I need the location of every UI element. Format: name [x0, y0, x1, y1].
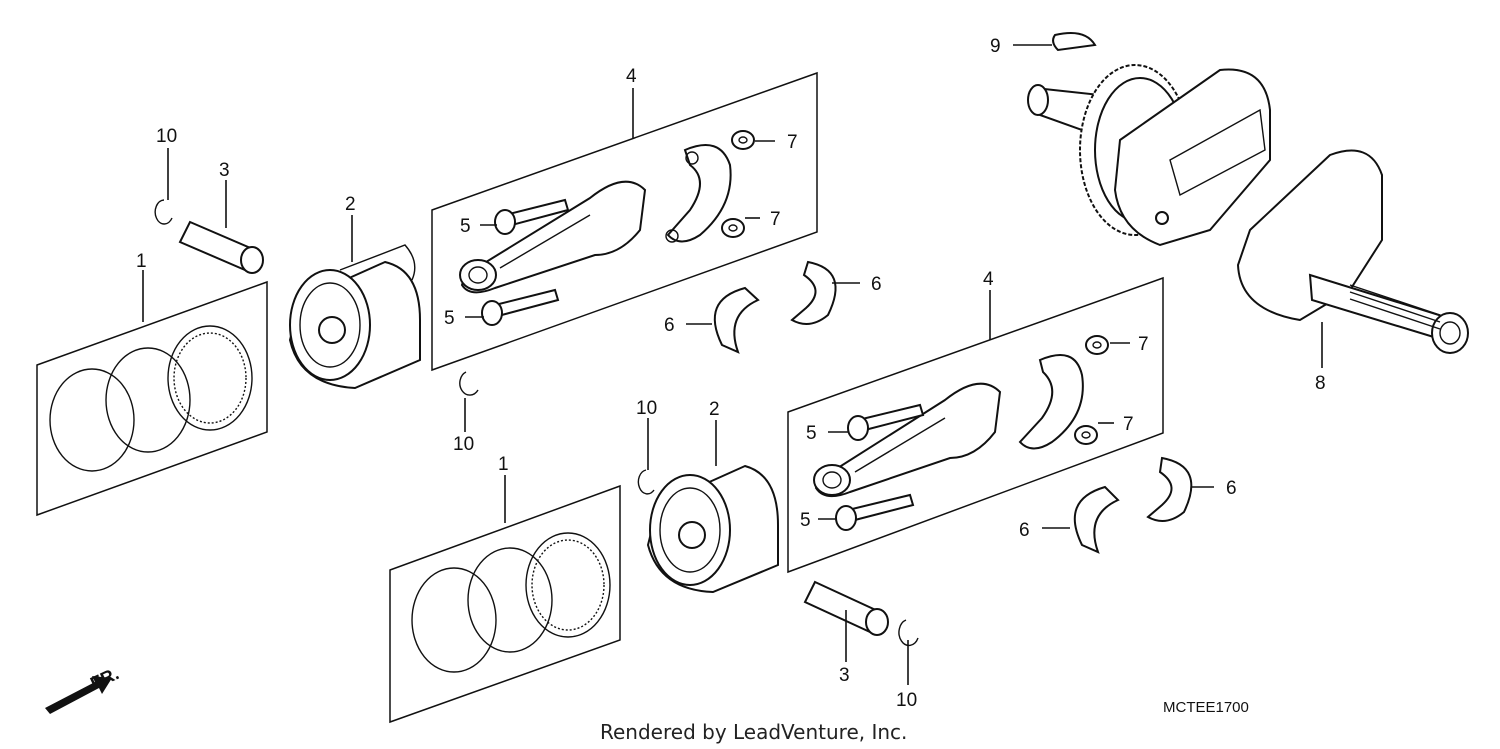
callout-piston-lower[interactable]: 2 — [709, 399, 720, 420]
front-direction-marker: FR. — [45, 663, 122, 714]
ring-panel-upper — [36, 280, 268, 517]
clip-lower-a[interactable] — [637, 469, 655, 495]
callout-clip-upper-b[interactable]: 10 — [453, 434, 474, 455]
callout-ring-set-upper[interactable]: 1 — [136, 251, 147, 272]
callout-nut-upper-b[interactable]: 7 — [770, 209, 781, 230]
callout-rod-upper[interactable]: 4 — [626, 66, 637, 87]
ring-set-lower[interactable] — [389, 484, 621, 724]
callout-clip-upper-a[interactable]: 10 — [156, 126, 177, 147]
callout-key[interactable]: 9 — [990, 36, 1001, 57]
woodruff-key[interactable] — [1052, 32, 1097, 52]
callout-nut-upper-a[interactable]: 7 — [787, 132, 798, 153]
callout-rod-lower[interactable]: 4 — [983, 269, 994, 290]
nut-lower-b[interactable] — [1074, 425, 1098, 445]
connecting-rod-lower[interactable] — [813, 382, 1002, 498]
piston-lower[interactable] — [646, 464, 779, 594]
callout-bearing-upper-a[interactable]: 6 — [664, 315, 675, 336]
callout-clip-lower-a[interactable]: 10 — [636, 398, 657, 419]
rod-cap-upper[interactable] — [665, 144, 732, 243]
callout-clip-lower-b[interactable]: 10 — [896, 690, 917, 711]
clip-lower-b[interactable] — [898, 619, 919, 647]
crankshaft[interactable] — [1027, 64, 1469, 354]
piston-pin-lower[interactable] — [803, 580, 889, 636]
callout-bearing-lower-a[interactable]: 6 — [1019, 520, 1030, 541]
clip-upper-b[interactable] — [459, 371, 479, 396]
rod-panel-upper — [431, 71, 818, 372]
ring-panel-lower — [389, 484, 621, 724]
piston-upper[interactable] — [288, 244, 421, 390]
callout-bolt-upper-a[interactable]: 5 — [460, 216, 471, 237]
piston-pin-upper[interactable] — [178, 220, 264, 274]
nut-upper-a[interactable] — [731, 130, 755, 150]
callout-pin-upper[interactable]: 3 — [219, 160, 230, 181]
bolt-upper-a[interactable] — [494, 198, 570, 235]
leader-lines — [142, 44, 1323, 685]
bearing-lower-b[interactable] — [1146, 456, 1193, 522]
callout-bolt-lower-a[interactable]: 5 — [806, 423, 817, 444]
callout-nut-lower-a[interactable]: 7 — [1138, 334, 1149, 355]
clip-upper-a[interactable] — [154, 199, 173, 225]
callout-piston-upper[interactable]: 2 — [345, 194, 356, 215]
nut-upper-b[interactable] — [721, 218, 745, 238]
bearing-lower-a[interactable] — [1073, 485, 1120, 554]
callout-bearing-upper-b[interactable]: 6 — [871, 274, 882, 295]
diagram-code: MCTEE1700 — [1163, 699, 1249, 716]
bearing-upper-b[interactable] — [790, 260, 837, 325]
callout-labels: 1 2 3 10 10 4 5 5 7 7 6 6 1 2 10 4 5 5 7… — [136, 36, 1326, 711]
rod-panel-lower — [787, 276, 1164, 574]
bolt-lower-a[interactable] — [847, 403, 925, 441]
bolt-lower-b[interactable] — [835, 493, 915, 531]
ring-set-upper[interactable] — [36, 280, 268, 517]
bearing-upper-a[interactable] — [713, 286, 760, 354]
callout-bolt-upper-b[interactable]: 5 — [444, 308, 455, 329]
callout-nut-lower-b[interactable]: 7 — [1123, 414, 1134, 435]
render-credit: Rendered by LeadVenture, Inc. — [600, 720, 907, 744]
callout-crankshaft[interactable]: 8 — [1315, 373, 1326, 394]
front-arrow-icon — [45, 676, 112, 714]
callout-bearing-lower-b[interactable]: 6 — [1226, 478, 1237, 499]
nut-lower-a[interactable] — [1085, 335, 1109, 355]
connecting-rod-upper[interactable] — [459, 180, 647, 294]
rod-cap-lower[interactable] — [1018, 354, 1084, 450]
callout-ring-set-lower[interactable]: 1 — [498, 454, 509, 475]
callout-pin-lower[interactable]: 3 — [839, 665, 850, 686]
callout-bolt-lower-b[interactable]: 5 — [800, 510, 811, 531]
bolt-upper-b[interactable] — [481, 288, 560, 326]
